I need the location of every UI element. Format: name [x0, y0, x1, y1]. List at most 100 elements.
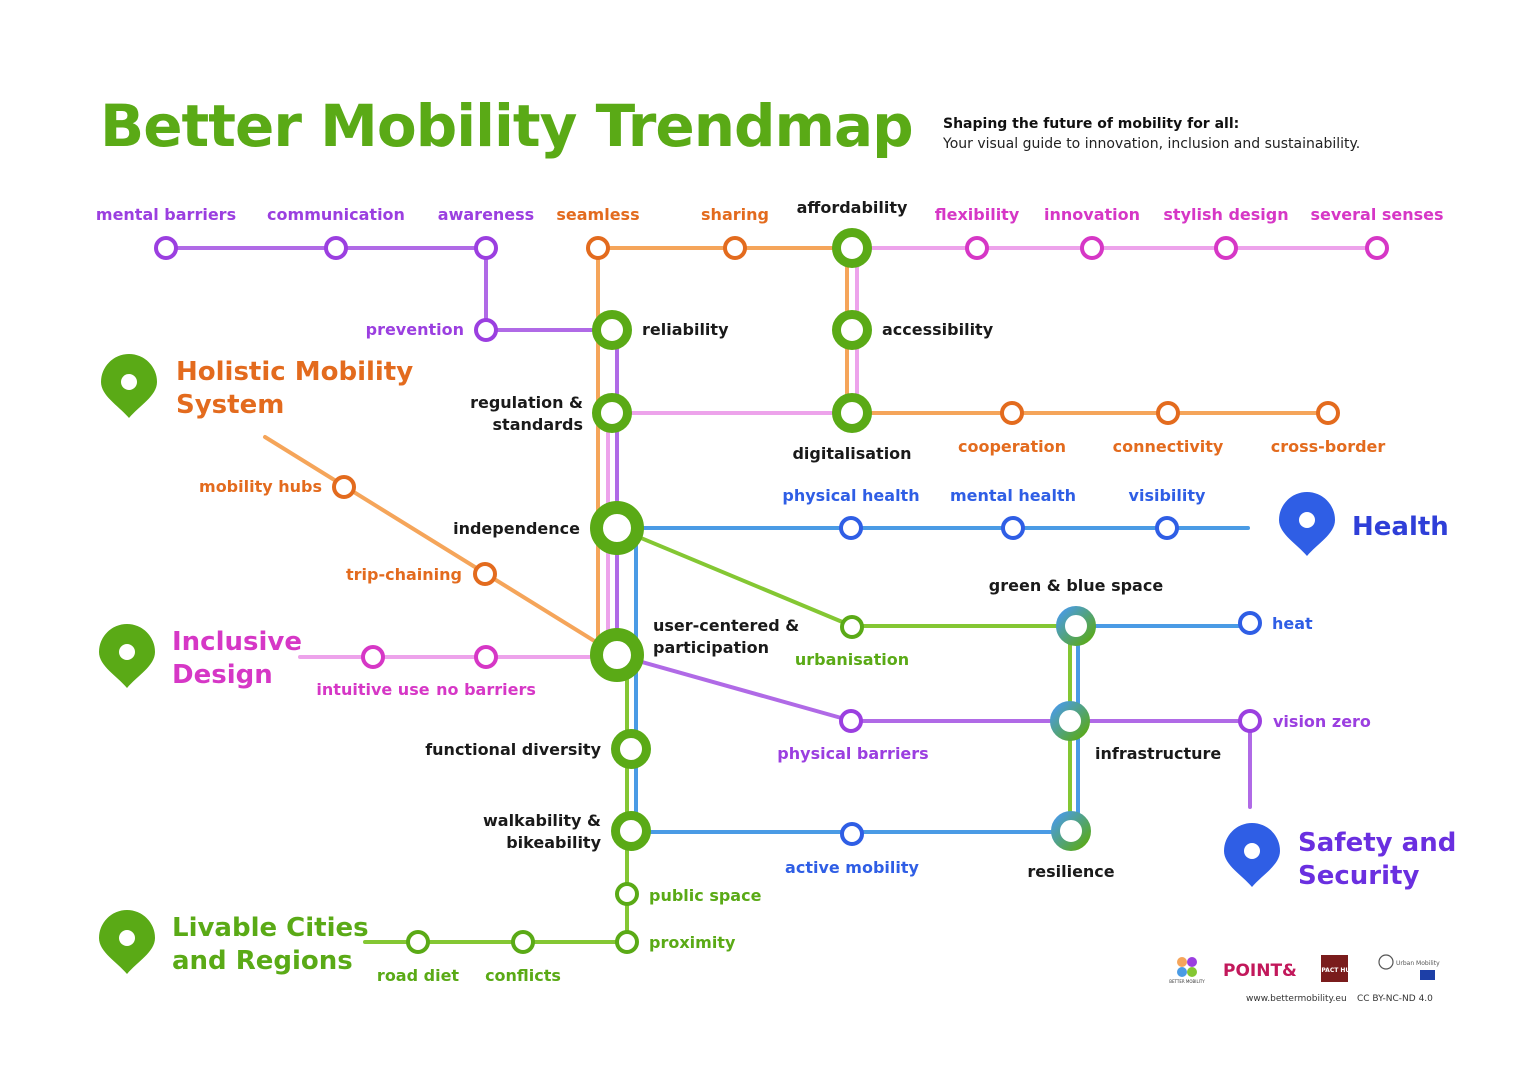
- station-mental-health[interactable]: [1001, 516, 1025, 540]
- station-label-no-barriers: no barriers: [436, 680, 536, 699]
- category-holistic-line1: Holistic Mobility: [176, 357, 413, 387]
- pin-livable-dot: [119, 930, 135, 946]
- station-label-sharing: sharing: [701, 205, 769, 224]
- station-label-cross-border: cross-border: [1271, 437, 1386, 456]
- station-label-connectivity: connectivity: [1113, 437, 1224, 456]
- station-trip-chaining[interactable]: [473, 562, 497, 586]
- station-label-cooperation: cooperation: [958, 437, 1066, 456]
- station-green-blue[interactable]: [1056, 606, 1096, 646]
- station-stylish-design[interactable]: [1214, 236, 1238, 260]
- point-logo: POINT&: [1223, 961, 1297, 981]
- station-intuitive-use[interactable]: [361, 645, 385, 669]
- pin-holistic-dot: [121, 374, 137, 390]
- station-label-visibility: visibility: [1129, 486, 1206, 505]
- station-no-barriers[interactable]: [474, 645, 498, 669]
- subtitle: Your visual guide to innovation, inclusi…: [943, 136, 1361, 152]
- station-mental-barriers[interactable]: [154, 236, 178, 260]
- station-label-green-blue: green & blue space: [989, 576, 1164, 595]
- station-physical-health[interactable]: [839, 516, 863, 540]
- pin-safety-dot: [1244, 843, 1260, 859]
- station-label-regulation: standards: [493, 415, 583, 434]
- station-active-mobility[interactable]: [840, 822, 864, 846]
- line-green-urban: [615, 526, 1072, 834]
- station-label-proximity: proximity: [649, 933, 736, 952]
- station-label-flexibility: flexibility: [935, 205, 1020, 224]
- station-label-heat: heat: [1272, 614, 1313, 633]
- station-accessibility[interactable]: [832, 310, 872, 350]
- station-label-vision-zero: vision zero: [1273, 712, 1371, 731]
- category-health: Health: [1352, 512, 1449, 542]
- station-proximity[interactable]: [615, 930, 639, 954]
- page-title: Better Mobility Trendmap: [100, 92, 914, 160]
- station-cooperation[interactable]: [1000, 401, 1024, 425]
- station-innovation[interactable]: [1080, 236, 1104, 260]
- station-digitalisation[interactable]: [832, 393, 872, 433]
- station-label-trip-chaining: trip-chaining: [346, 565, 462, 584]
- station-sharing[interactable]: [723, 236, 747, 260]
- station-connectivity[interactable]: [1156, 401, 1180, 425]
- station-label-physical-barriers: physical barriers: [777, 744, 928, 763]
- category-livable-line1: Livable Cities: [172, 913, 369, 943]
- station-prevention[interactable]: [474, 318, 498, 342]
- station-label-affordability: affordability: [797, 198, 908, 217]
- station-label-regulation: regulation &: [470, 393, 583, 412]
- category-inclusive-line1: Inclusive: [172, 627, 302, 657]
- svg-text:IMPACT HUB: IMPACT HUB: [1313, 967, 1355, 974]
- station-label-intuitive-use: intuitive use: [316, 680, 429, 699]
- station-label-several-senses: several senses: [1310, 205, 1443, 224]
- station-infrastructure[interactable]: [1050, 701, 1090, 741]
- station-independence[interactable]: [590, 501, 644, 555]
- station-cross-border[interactable]: [1316, 401, 1340, 425]
- station-functional-diversity[interactable]: [611, 729, 651, 769]
- category-safety-line2: Security: [1298, 861, 1419, 891]
- station-label-urbanisation: urbanisation: [795, 650, 909, 669]
- station-conflicts[interactable]: [511, 930, 535, 954]
- station-label-seamless: seamless: [556, 205, 639, 224]
- footer-url[interactable]: www.bettermobility.eu: [1246, 994, 1347, 1004]
- station-affordability[interactable]: [832, 228, 872, 268]
- station-label-conflicts: conflicts: [485, 966, 561, 985]
- line-purple-safety: [615, 653, 1252, 809]
- station-vision-zero[interactable]: [1238, 709, 1262, 733]
- pin-inclusive-dot: [119, 644, 135, 660]
- station-label-public-space: public space: [649, 886, 762, 905]
- station-resilience[interactable]: [1051, 811, 1091, 851]
- station-label-walkability: walkability &: [483, 811, 601, 830]
- category-livable-line2: and Regions: [172, 946, 353, 976]
- station-label-innovation: innovation: [1044, 205, 1140, 224]
- station-label-stylish-design: stylish design: [1163, 205, 1288, 224]
- station-reliability[interactable]: [592, 310, 632, 350]
- station-label-accessibility: accessibility: [882, 320, 994, 339]
- station-label-reliability: reliability: [642, 320, 729, 339]
- station-mobility-hubs[interactable]: [332, 475, 356, 499]
- station-user-centered[interactable]: [590, 628, 644, 682]
- pin-health-dot: [1299, 512, 1315, 528]
- station-visibility[interactable]: [1155, 516, 1179, 540]
- station-label-independence: independence: [453, 519, 580, 538]
- station-label-user-centered: user-centered &: [653, 616, 799, 635]
- station-walkability[interactable]: [611, 811, 651, 851]
- station-road-diet[interactable]: [406, 930, 430, 954]
- station-awareness[interactable]: [474, 236, 498, 260]
- station-label-mobility-hubs: mobility hubs: [199, 477, 322, 496]
- eit-urban-mobility-logo: Urban Mobility: [1378, 954, 1440, 980]
- station-several-senses[interactable]: [1365, 236, 1389, 260]
- station-communication[interactable]: [324, 236, 348, 260]
- line-orange-diagonal: [263, 435, 619, 657]
- station-regulation[interactable]: [592, 393, 632, 433]
- station-flexibility[interactable]: [965, 236, 989, 260]
- station-urbanisation[interactable]: [840, 615, 864, 639]
- station-label-infrastructure: infrastructure: [1095, 744, 1221, 763]
- impact-hub-logo: IMPACT HUB: [1313, 955, 1355, 982]
- subtitle-bold: Shaping the future of mobility for all:: [943, 116, 1240, 132]
- station-heat[interactable]: [1238, 611, 1262, 635]
- category-inclusive-line2: Design: [172, 660, 273, 690]
- station-physical-barriers[interactable]: [839, 709, 863, 733]
- station-public-space[interactable]: [615, 882, 639, 906]
- station-label-functional-diversity: functional diversity: [425, 740, 601, 759]
- footer-license: CC BY-NC-ND 4.0: [1357, 994, 1433, 1004]
- station-seamless[interactable]: [586, 236, 610, 260]
- station-label-user-centered: participation: [653, 638, 769, 657]
- station-label-mental-health: mental health: [950, 486, 1076, 505]
